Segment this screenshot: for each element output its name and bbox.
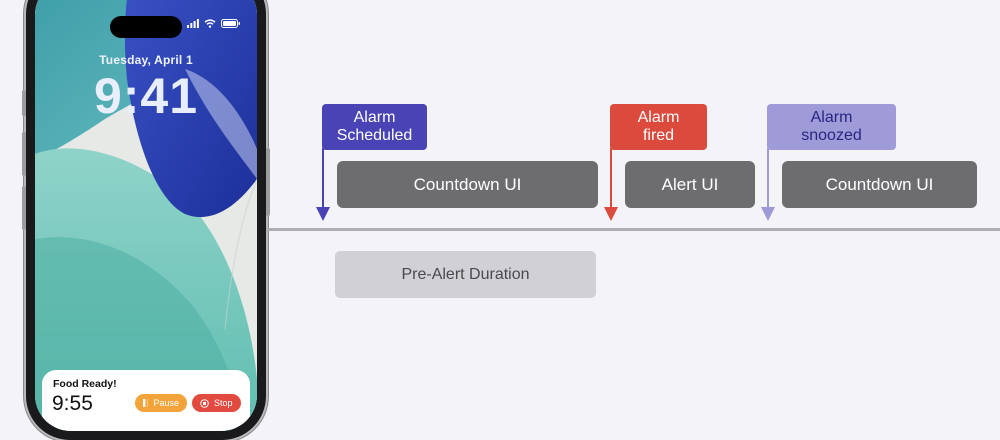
lock-screen-time: 9:41 [93, 68, 199, 124]
ui-state-alert: Alert UI [625, 161, 755, 208]
stop-button[interactable]: Stop [192, 394, 241, 412]
wallpaper [35, 0, 257, 431]
live-activity-timer: 9:55 [52, 392, 93, 415]
iphone-device: Tuesday, April 1 9:41 Food Ready! 9:55 P… [22, 0, 270, 440]
arrow-down-icon [761, 207, 775, 221]
wifi-icon [204, 19, 216, 28]
side-button [266, 148, 270, 216]
event-arrow-scheduled [322, 148, 324, 209]
lock-screen-date: Tuesday, April 1 [99, 53, 193, 67]
live-activity-title: Food Ready! [53, 378, 117, 390]
event-arrow-snoozed [767, 148, 769, 209]
arrow-down-icon [316, 207, 330, 221]
battery-icon [221, 19, 240, 28]
timeline-axis [266, 228, 1000, 231]
signal-icon [187, 19, 199, 28]
action-button [22, 90, 26, 116]
ui-state-countdown: Countdown UI [337, 161, 598, 208]
event-label-snoozed: Alarm snoozed [767, 104, 896, 150]
lock-screen: Tuesday, April 1 9:41 Food Ready! 9:55 P… [35, 0, 257, 431]
pause-label: Pause [153, 398, 179, 408]
status-bar [187, 19, 241, 28]
volume-down-button [22, 186, 26, 230]
event-label-scheduled: Alarm Scheduled [322, 104, 427, 150]
pause-button[interactable]: Pause [135, 394, 187, 412]
stop-icon [200, 398, 209, 408]
volume-up-button [22, 132, 26, 176]
event-label-fired: Alarm fired [610, 104, 707, 150]
live-activity-card[interactable]: Food Ready! 9:55 Pause Stop [42, 370, 250, 431]
stop-label: Stop [214, 398, 233, 408]
event-arrow-fired [610, 148, 612, 209]
ui-state-countdown-snoozed: Countdown UI [782, 161, 977, 208]
pause-icon [143, 399, 149, 407]
dynamic-island [110, 16, 182, 38]
pre-alert-duration-block: Pre-Alert Duration [335, 251, 596, 298]
arrow-down-icon [604, 207, 618, 221]
